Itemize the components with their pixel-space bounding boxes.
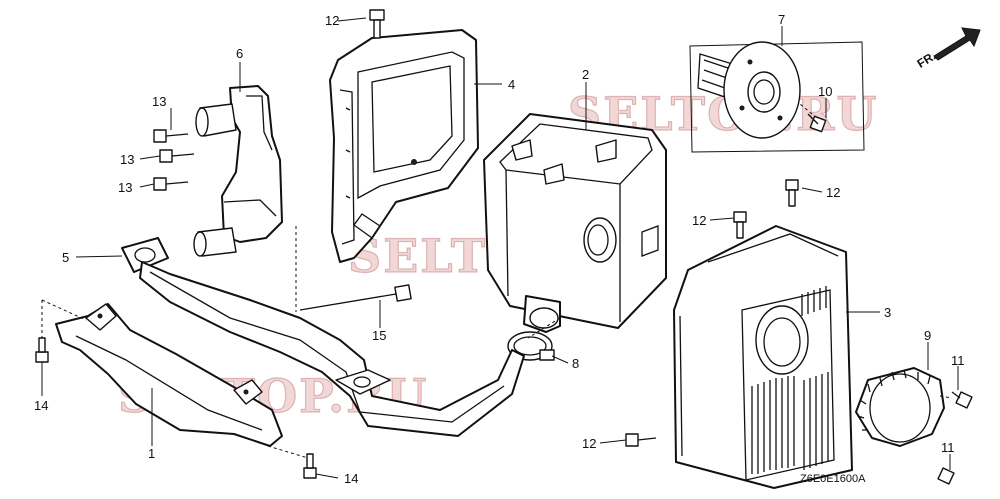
part-6-muffler-bracket (193, 85, 283, 257)
bolts-14 (35, 337, 317, 479)
bolt-12-right-top (785, 179, 799, 207)
part-7-spark-arrester-box (689, 41, 865, 153)
callout-14-bottom: 14 (344, 471, 358, 486)
diagram-reference-code: Z6E0E1600A (800, 473, 866, 485)
bolt-14-left (35, 337, 49, 363)
callout-13-b: 13 (120, 152, 134, 167)
callout-12-top: 12 (325, 13, 339, 28)
part-15-long-bolt (299, 284, 412, 311)
part-3-muffler-protector (673, 225, 853, 489)
part-2-muffler-body (483, 113, 667, 333)
part-1-exhaust-bracket (55, 303, 283, 447)
front-direction-label: FR. (915, 49, 939, 71)
callout-12-right: 12 (826, 185, 840, 200)
callout-15: 15 (372, 328, 386, 343)
callout-14-left: 14 (34, 398, 48, 413)
callout-10: 10 (818, 84, 832, 99)
leader-lines (41, 17, 959, 479)
front-direction-arrow: FR. (915, 27, 981, 71)
screw-10 (807, 113, 827, 133)
callout-11-upper: 11 (951, 353, 965, 368)
callout-3: 3 (884, 305, 891, 320)
screw-11-b (937, 467, 955, 485)
callout-5: 5 (62, 250, 69, 265)
callout-12-mid: 12 (692, 213, 706, 228)
bolt-12-bottom (625, 433, 657, 447)
callout-1: 1 (148, 446, 155, 461)
callout-6: 6 (236, 46, 243, 61)
bolts-12-right (625, 179, 799, 447)
bolts-13 (153, 129, 195, 191)
callout-11-lower: 11 (941, 440, 955, 455)
callout-8: 8 (572, 356, 579, 371)
bolt-13-b (159, 149, 195, 163)
part-4-muffler-cover (329, 29, 479, 263)
callout-4: 4 (508, 77, 515, 92)
bolt-12-top (369, 9, 385, 39)
callout-13-c: 13 (118, 180, 132, 195)
callout-13-a: 13 (152, 94, 166, 109)
part-5-gasket-and-exhaust-pipe (121, 237, 525, 437)
callout-12-bottom: 12 (582, 436, 596, 451)
callout-labels: 12 4 2 6 7 10 13 13 13 12 12 5 3 8 9 11 … (34, 12, 965, 486)
bolt-14-bottom (303, 453, 317, 479)
part-9-exhaust-deflector (855, 367, 945, 447)
screw-11-a (951, 391, 973, 409)
callout-7: 7 (778, 12, 785, 27)
bolt-13-a (153, 129, 189, 143)
callout-2: 2 (582, 67, 589, 82)
callout-9: 9 (924, 328, 931, 343)
bolt-13-c (153, 177, 189, 191)
bolt-12-near-protector (733, 211, 747, 239)
screws-11 (937, 391, 973, 485)
